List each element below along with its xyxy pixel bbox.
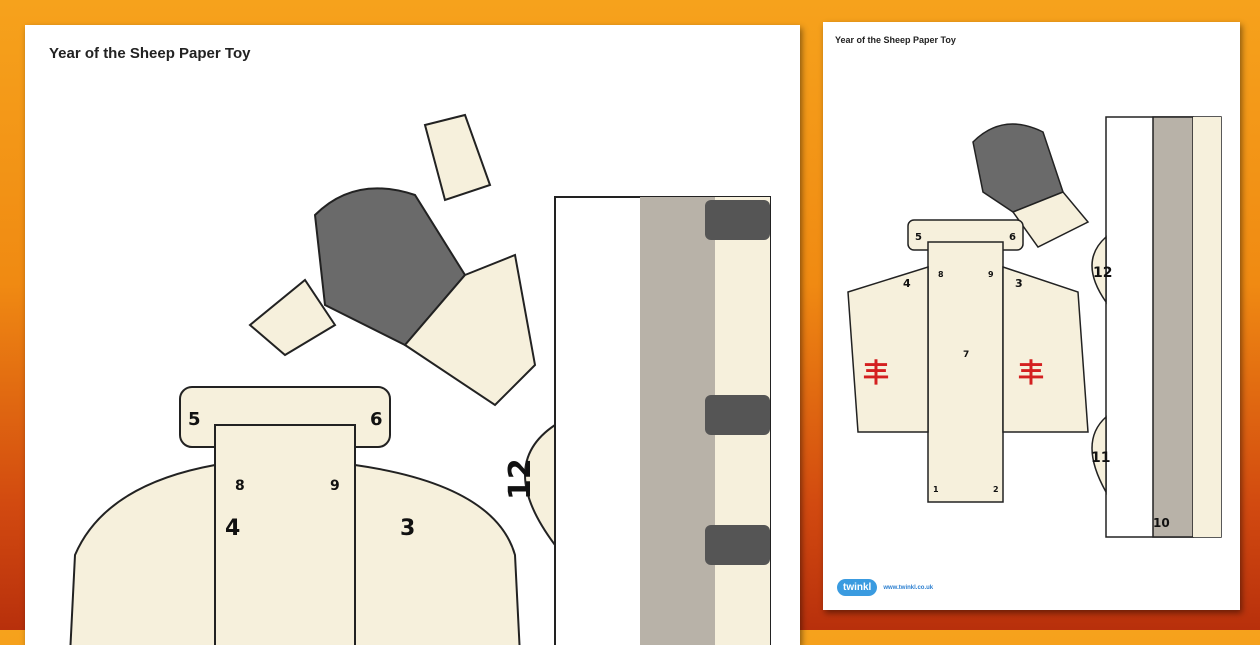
tab-number: 9 bbox=[330, 478, 340, 494]
tab-number: 5 bbox=[188, 409, 201, 430]
tab-number: 6 bbox=[1009, 232, 1016, 243]
tab-number: 7 bbox=[963, 350, 969, 360]
tab-number: 3 bbox=[1015, 277, 1023, 290]
tab-number: 6 bbox=[370, 409, 383, 430]
svg-text:丰: 丰 bbox=[1018, 358, 1044, 388]
tab-number: 2 bbox=[993, 485, 999, 494]
tab-number: 1 bbox=[933, 485, 939, 494]
svg-text:丰: 丰 bbox=[863, 358, 889, 388]
tab-number: 8 bbox=[938, 270, 944, 279]
tab-number: 9 bbox=[988, 270, 994, 279]
tab-number: 3 bbox=[400, 516, 415, 541]
large-page-preview: Year of the Sheep Paper Toy 4 12 5 6 8 9… bbox=[25, 25, 800, 645]
tab-number: 11 bbox=[1091, 450, 1110, 466]
sheep-cutout-illustration: 丰 丰 5 6 4 3 8 9 7 12 1 2 11 10 bbox=[847, 116, 1222, 538]
tab-number: 4 bbox=[903, 277, 911, 290]
footer: twinkl www.twinkl.co.uk bbox=[837, 579, 933, 596]
footer-url: www.twinkl.co.uk bbox=[883, 584, 934, 591]
tab-number: 12 bbox=[1093, 265, 1112, 281]
tab-number: 8 bbox=[235, 478, 245, 494]
sheep-cutout-illustration: 4 12 5 6 8 9 3 bbox=[69, 113, 771, 645]
tab-number: 12 bbox=[503, 458, 538, 500]
page-title: Year of the Sheep Paper Toy bbox=[49, 45, 251, 62]
page-title: Year of the Sheep Paper Toy bbox=[835, 35, 956, 45]
tab-number: 5 bbox=[915, 232, 922, 243]
small-page-preview: Year of the Sheep Paper Toy 丰 丰 5 6 4 3 … bbox=[823, 22, 1240, 610]
tab-number: 4 bbox=[225, 516, 240, 541]
tab-number: 10 bbox=[1153, 516, 1170, 530]
twinkl-logo: twinkl bbox=[837, 579, 878, 596]
